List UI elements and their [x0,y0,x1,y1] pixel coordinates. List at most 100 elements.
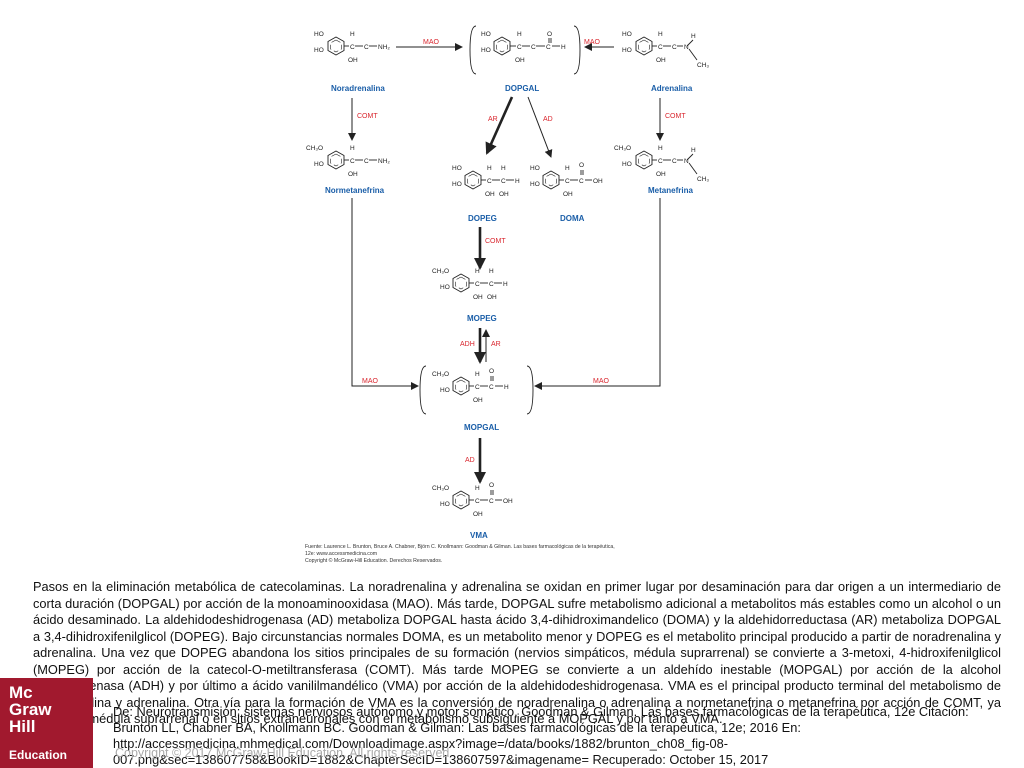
enzyme-label-comt-left: COMT [357,113,378,120]
mopgal-structure: CH₃O HO H C OH O C H [419,365,534,415]
svg-text:OH: OH [563,191,573,198]
svg-text:N: N [684,44,689,51]
mopeg-structure: CH₃O HO H C OH H C OH H [432,268,508,301]
dopgal-structure: HO HO H C OH C O C H [469,25,581,75]
svg-text:HO: HO [440,387,450,394]
dopeg-structure: HO HO H C OH H C OH H [452,165,520,198]
svg-text:OH: OH [348,57,358,64]
svg-text:C: C [475,384,480,391]
svg-text:H: H [565,165,570,172]
svg-text:NH₂: NH₂ [378,158,390,165]
svg-text:HO: HO [530,165,540,172]
svg-text:HO: HO [481,47,491,54]
svg-text:C: C [672,44,677,51]
svg-text:OH: OH [656,57,666,64]
source-line-1: Fuente: Laurence L. Brunton, Bruce A. Ch… [305,544,615,550]
svg-text:C: C [489,384,494,391]
svg-text:OH: OH [348,171,358,178]
svg-text:OH: OH [656,171,666,178]
svg-text:C: C [489,281,494,288]
citation-text: De: Neurotransmisión: sistemas nerviosos… [113,704,969,767]
svg-text:C: C [579,178,584,185]
enzyme-label-adh: ADH [460,341,475,348]
compound-label-dopeg: DOPEG [468,214,497,223]
compound-label-vma: VMA [470,531,488,540]
enzyme-label-comt-center: COMT [485,238,506,245]
logo-line-1: Mc [9,683,33,702]
svg-text:C: C [672,158,677,165]
svg-text:HO: HO [440,284,450,291]
logo-line-4: Education [9,748,68,762]
svg-text:C: C [350,44,355,51]
enzyme-label-ad-2: AD [465,457,475,464]
svg-text:HO: HO [452,165,462,172]
enzyme-label-mao-1: MAO [423,39,440,46]
svg-text:O: O [547,31,552,38]
svg-text:CH₃: CH₃ [697,176,709,183]
svg-text:CH₃: CH₃ [697,62,709,69]
source-line-3: Copyright © McGraw-Hill Education. Derec… [305,557,442,564]
compound-label-metanefrina: Metanefrina [648,186,693,195]
svg-text:H: H [501,165,506,172]
svg-text:O: O [579,162,584,169]
compound-label-mopeg: MOPEG [467,314,497,323]
svg-text:H: H [658,145,663,152]
svg-text:C: C [475,498,480,505]
svg-text:OH: OH [485,191,495,198]
svg-text:H: H [350,31,355,38]
logo-line-2: Graw [9,700,52,719]
svg-text:H: H [475,485,480,492]
svg-text:H: H [475,268,480,275]
compound-label-adrenalina: Adrenalina [651,84,693,93]
svg-text:H: H [504,384,509,391]
svg-text:CH₃O: CH₃O [614,145,631,152]
svg-text:H: H [487,165,492,172]
svg-text:HO: HO [314,47,324,54]
compound-label-mopgal: MOPGAL [464,423,499,432]
enzyme-label-mao-3: MAO [362,378,379,385]
svg-text:C: C [658,158,663,165]
svg-text:OH: OH [473,397,483,404]
svg-text:H: H [515,178,520,185]
svg-text:H: H [350,145,355,152]
svg-text:C: C [658,44,663,51]
svg-text:CH₃O: CH₃O [432,268,449,275]
source-line-2: 12e: www.accessmedicina.com [305,551,377,557]
svg-text:C: C [475,281,480,288]
normetanefrina-structure: CH₃O HO H C OH C NH₂ [306,145,390,178]
svg-text:H: H [517,31,522,38]
svg-text:HO: HO [622,161,632,168]
svg-text:H: H [489,268,494,275]
svg-text:H: H [691,147,696,154]
svg-text:OH: OH [515,57,525,64]
svg-text:C: C [364,158,369,165]
svg-text:HO: HO [622,47,632,54]
compound-label-normetanefrina: Normetanefrina [325,186,385,195]
svg-text:OH: OH [473,294,483,301]
svg-text:NH₂: NH₂ [378,44,390,51]
enzyme-label-mao-4: MAO [593,378,610,385]
enzyme-label-mao-2: MAO [584,39,601,46]
svg-text:HO: HO [622,31,632,38]
svg-text:HO: HO [481,31,491,38]
noradrenalina-structure: HO HO H C OH C NH₂ [314,31,390,64]
mcgraw-hill-logo: Mc Graw Hill Education [0,678,93,768]
svg-text:OH: OH [593,178,603,185]
compound-label-doma: DOMA [560,214,585,223]
adrenalina-structure: HO HO H C OH C H N CH₃ [622,31,709,69]
svg-text:OH: OH [487,294,497,301]
svg-text:OH: OH [473,511,483,518]
svg-text:CH₃O: CH₃O [432,371,449,378]
compound-label-dopgal: DOPGAL [505,84,539,93]
enzyme-label-comt-right: COMT [665,113,686,120]
svg-text:HO: HO [314,31,324,38]
svg-text:C: C [489,498,494,505]
svg-text:C: C [531,44,536,51]
svg-text:OH: OH [503,498,513,505]
svg-text:OH: OH [499,191,509,198]
svg-text:C: C [501,178,506,185]
metabolism-diagram: HO HO H C OH C NH₂ Noradrenalina MAO HO … [305,25,709,564]
svg-text:HO: HO [440,501,450,508]
svg-text:HO: HO [452,181,462,188]
svg-text:H: H [658,31,663,38]
